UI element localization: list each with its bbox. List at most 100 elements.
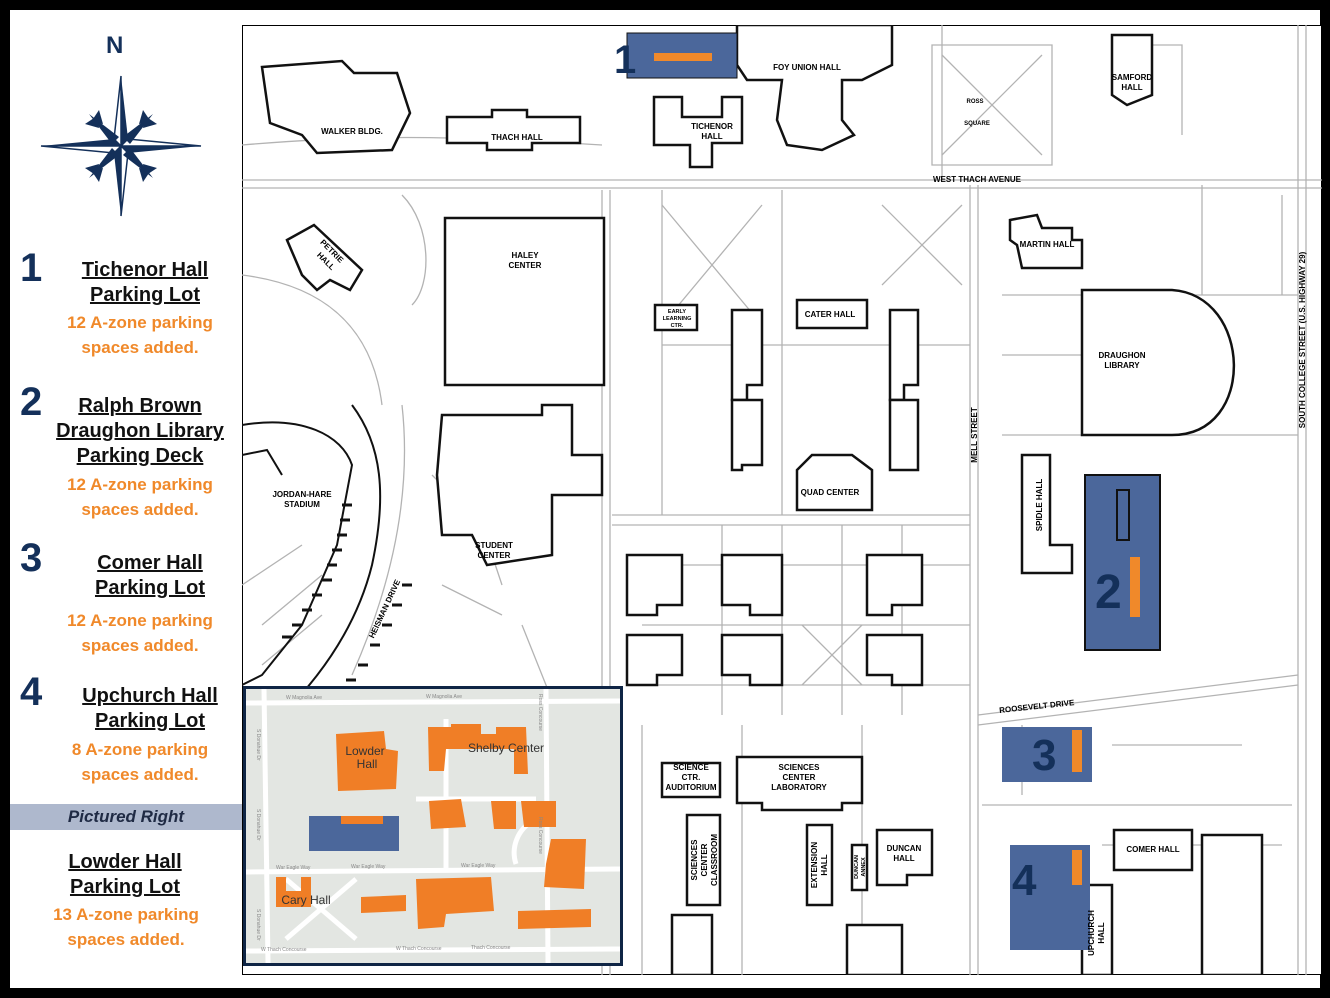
quad-right-bottom: [888, 398, 920, 472]
legend-title-2c: Parking Deck: [76, 445, 204, 467]
label-spidle-hall: SPIDLE HALL: [1035, 479, 1044, 532]
label-sci-aud-1: SCIENCE: [673, 763, 709, 772]
label-extension-2: HALL: [820, 854, 829, 875]
spidle-hall: [1020, 453, 1074, 575]
label-jordan-hare-2: STADIUM: [284, 500, 320, 509]
label-sci-class-2: CENTER: [700, 843, 709, 876]
label-mell-street: MELL STREET: [970, 407, 979, 463]
north-label: N: [106, 32, 124, 59]
bldg-a3: [865, 553, 924, 617]
pictured-right-banner: Pictured Right: [10, 804, 242, 830]
bldg-b3: [865, 633, 924, 687]
inset-war-eagle-way-a: War Eagle Way: [276, 865, 311, 871]
inset-w-magnolia-a: W Magnolia Ave: [286, 695, 322, 701]
inset-w-thach-b: W Thach Concourse: [396, 946, 442, 952]
student-center: [435, 403, 604, 567]
legend-desc-4a: 8 A-zone parking: [71, 740, 209, 759]
inset-map-drawing: Lowder Hall Shelby Center Cary Hall W Ma…: [246, 689, 620, 963]
lot-4-marker: 4: [1012, 856, 1037, 905]
sciences-center-lab: [735, 755, 864, 812]
lot-1-spaces: [654, 53, 712, 61]
legend-desc-2b: spaces added.: [81, 500, 199, 519]
quad-center: [795, 453, 874, 512]
bldg-c2: [845, 923, 904, 975]
inset-shelby-center: Shelby Center: [468, 741, 544, 755]
legend-sidebar: N 1 Tichenor Hall Parking Lot 12 A-zone …: [10, 10, 242, 988]
label-tichenor-1: TICHENOR: [691, 122, 733, 131]
label-haley-2: CENTER: [509, 261, 542, 270]
label-duncan-2: HALL: [893, 854, 914, 863]
legend-number-3: 3: [20, 536, 43, 580]
lot-3-spaces: [1072, 730, 1082, 772]
extension-hall: [805, 823, 834, 907]
bldg-c1: [1200, 833, 1264, 975]
label-student-1: STUDENT: [475, 541, 513, 550]
lot-2-spaces: [1130, 557, 1140, 617]
inset-lowder-lot-spaces: [341, 816, 383, 824]
duncan-hall: [875, 828, 934, 887]
inset-thach-concourse: Thach Concourse: [471, 945, 511, 951]
lowder-desc-b: spaces added.: [67, 930, 185, 949]
foy-union-hall: [735, 25, 894, 152]
label-upchurch-1: UPCHURCH: [1087, 910, 1096, 956]
label-walker: WALKER BLDG.: [321, 127, 383, 136]
label-haley-1: HALEY: [511, 251, 539, 260]
duncan-annex: [850, 843, 869, 892]
label-sci-aud-3: AUDITORIUM: [666, 783, 717, 792]
lowder-title-a: Lowder Hall: [68, 851, 182, 873]
label-sci-class-1: SCIENCES: [690, 839, 699, 881]
legend-title-1a: Tichenor Hall: [81, 259, 209, 281]
legend-title-2a: Ralph Brown: [78, 395, 202, 417]
inset-w-thach-a: W Thach Concourse: [261, 947, 307, 953]
legend-title-4b: Parking Lot: [94, 710, 205, 732]
inset-ross-concourse-a: Ross Concourse: [537, 694, 543, 731]
label-thach-hall: THACH HALL: [491, 133, 543, 142]
label-duncan-annex-2: ANNEX: [861, 857, 867, 877]
sciences-center-classroom: [685, 813, 722, 907]
early-learning-ctr: [653, 303, 699, 332]
inset-map: Lowder Hall Shelby Center Cary Hall W Ma…: [243, 686, 623, 966]
compass-rose-icon: [40, 75, 202, 217]
bldg-a1: [625, 553, 684, 617]
lot-2-core: [1116, 489, 1130, 541]
map-labels: FOY UNION HALL SAMFORD HALL WALKER BLDG.…: [272, 63, 1307, 956]
science-auditorium: [660, 761, 722, 799]
label-martin-hall: MARTIN HALL: [1020, 240, 1075, 249]
inset-s-donahue-a: S Donahue Dr: [255, 729, 261, 761]
jordan-hare-stadium: [242, 404, 382, 716]
inset-s-donahue-b: S Donahue Dr: [255, 809, 261, 841]
label-cater-hall: CATER HALL: [805, 310, 856, 319]
cater-hall: [795, 298, 869, 330]
inset-w-magnolia-b: W Magnolia Ave: [426, 694, 462, 700]
legend-desc-3b: spaces added.: [81, 636, 199, 655]
bldg-c3: [670, 913, 714, 975]
inset-s-donahue-c: S Donahue Dr: [255, 909, 261, 941]
inset-war-eagle-way-c: War Eagle Way: [461, 863, 496, 869]
label-extension-1: EXTENSION: [810, 842, 819, 888]
label-samford-2: HALL: [1121, 83, 1142, 92]
label-samford-1: SAMFORD: [1112, 73, 1153, 82]
comer-hall: [1112, 828, 1194, 872]
label-duncan-1: DUNCAN: [887, 844, 922, 853]
buildings: [260, 25, 1264, 975]
label-jordan-hare-1: JORDAN-HARE: [272, 490, 332, 499]
legend-title-1b: Parking Lot: [89, 284, 200, 306]
inset-cary-hall: Cary Hall: [281, 893, 330, 907]
inset-buildings: [276, 724, 591, 929]
walker-bldg: [260, 59, 412, 155]
label-draughon-1: DRAUGHON: [1098, 351, 1145, 360]
label-student-2: CENTER: [478, 551, 511, 560]
martin-hall: [1008, 213, 1084, 270]
label-sci-lab-3: LABORATORY: [771, 783, 827, 792]
legend-desc-2a: 12 A-zone parking: [67, 475, 213, 494]
label-ross-1: ROSS: [966, 99, 983, 105]
lot-markers: 1 2 3 4: [614, 38, 1122, 905]
label-upchurch-2: HALL: [1097, 922, 1106, 943]
label-early-1: EARLY: [668, 309, 686, 315]
label-west-thach-avenue: WEST THACH AVENUE: [933, 175, 1022, 184]
legend-title-4a: Upchurch Hall: [82, 685, 218, 707]
roads: [242, 25, 1322, 975]
lot-1-marker: 1: [614, 38, 636, 82]
lot-4-spaces: [1072, 850, 1082, 885]
thach-hall: [445, 108, 582, 152]
